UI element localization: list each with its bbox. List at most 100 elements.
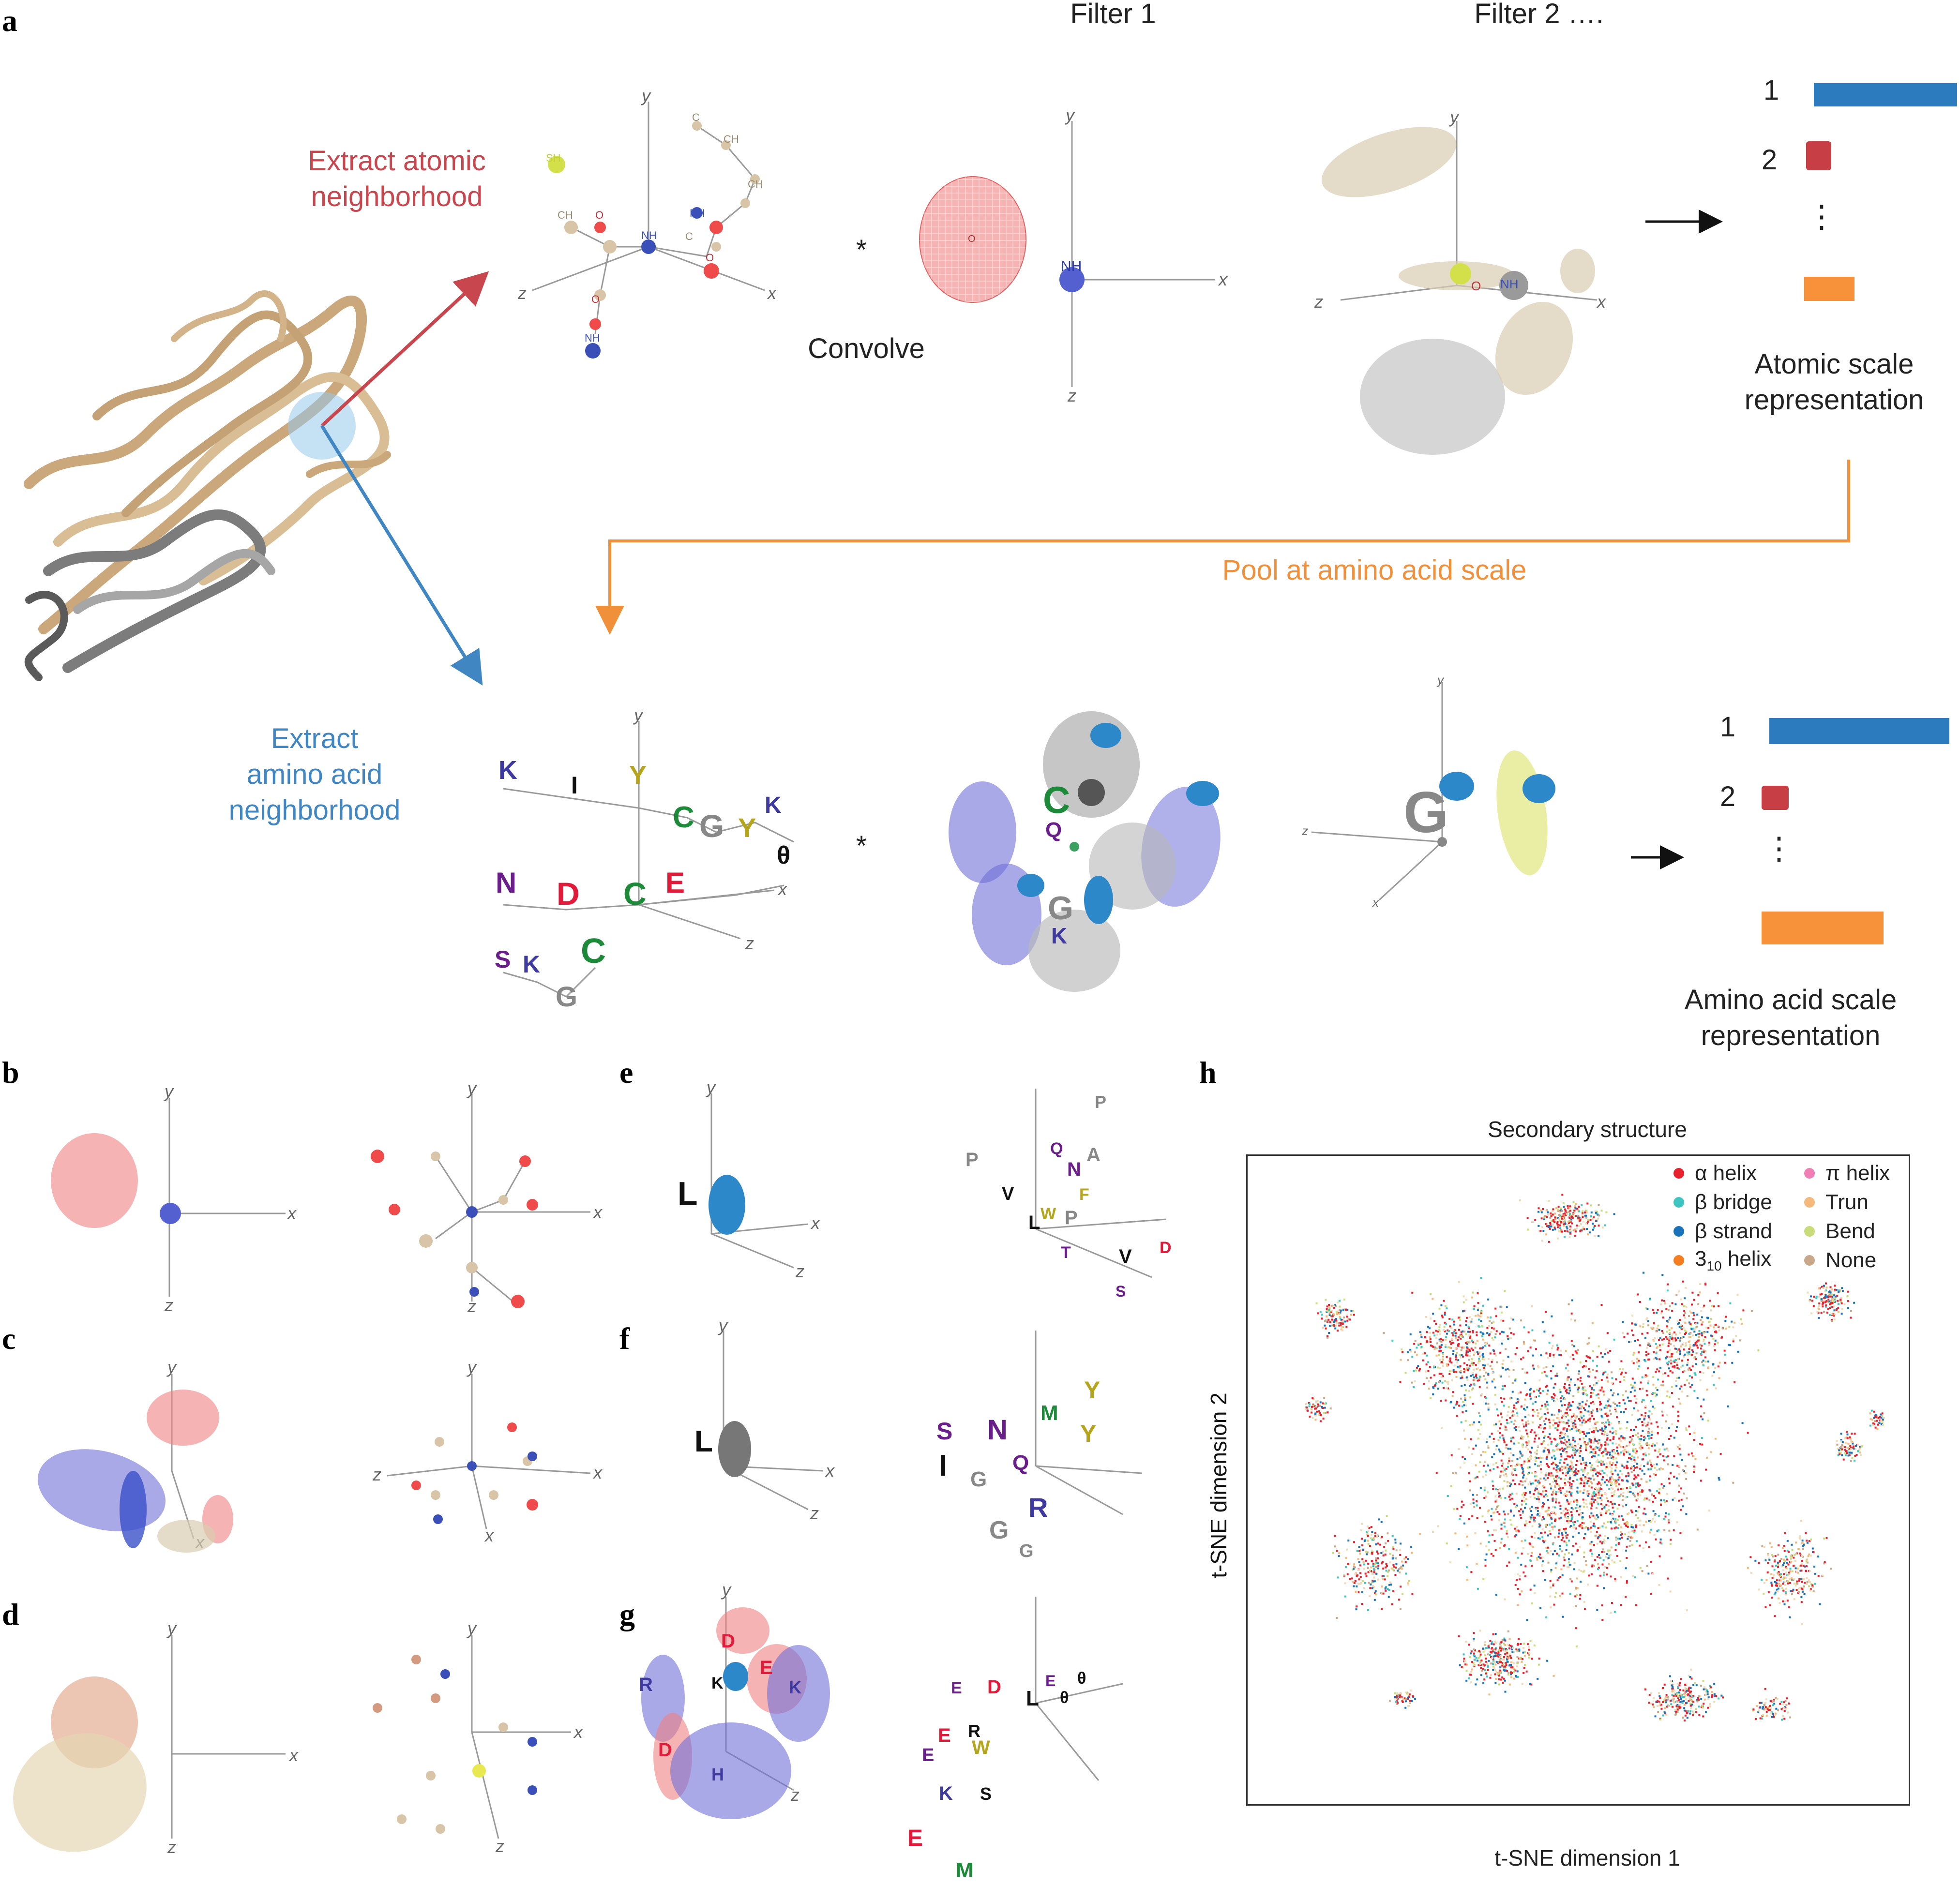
tsne-point [1611, 1527, 1613, 1530]
tsne-point [1464, 1342, 1467, 1344]
tsne-point [1477, 1302, 1479, 1304]
tsne-point [1635, 1425, 1637, 1428]
tsne-point [1583, 1392, 1584, 1394]
tsne-point [1678, 1448, 1681, 1450]
tsne-point [1613, 1493, 1615, 1496]
extract-aa-line3: neighborhood [228, 794, 401, 826]
tsne-point [1514, 1483, 1516, 1485]
tsne-point [1326, 1305, 1328, 1308]
tsne-point [1707, 1367, 1709, 1369]
tsne-point [1507, 1644, 1509, 1646]
tsne-point [1692, 1712, 1694, 1715]
tsne-point [1338, 1300, 1341, 1302]
tsne-point [1493, 1463, 1495, 1466]
tsne-point [1533, 1518, 1535, 1521]
tsne-point [1416, 1366, 1418, 1369]
tsne-point [1477, 1437, 1479, 1440]
tsne-point [1464, 1420, 1467, 1422]
tsne-point [1594, 1525, 1596, 1527]
tsne-point [1447, 1381, 1449, 1383]
tsne-point [1605, 1497, 1608, 1499]
tsne-point [1547, 1443, 1550, 1446]
tsne-point [1523, 1463, 1525, 1465]
tsne-point [1773, 1714, 1775, 1716]
tsne-point [1713, 1683, 1716, 1685]
tsne-point [1562, 1537, 1564, 1539]
tsne-point [1567, 1464, 1568, 1466]
tsne-point [1581, 1392, 1583, 1394]
tsne-point [1328, 1312, 1331, 1315]
tsne-point [1605, 1426, 1607, 1428]
tsne-point [1492, 1511, 1494, 1514]
tsne-point [1683, 1707, 1686, 1709]
tsne-point [1532, 1546, 1534, 1548]
tsne-point [1681, 1337, 1684, 1339]
tsne-point [1609, 1478, 1612, 1481]
tsne-point [1646, 1346, 1648, 1349]
tsne-point [1659, 1349, 1661, 1351]
tsne-point [1679, 1682, 1681, 1684]
tsne-point [1881, 1415, 1884, 1417]
tsne-point [1440, 1344, 1443, 1346]
tsne-point [1322, 1417, 1325, 1420]
tsne-point [1494, 1673, 1496, 1676]
tsne-point [1442, 1339, 1444, 1342]
tsne-point [1350, 1314, 1352, 1316]
tsne-point [1644, 1513, 1647, 1515]
tsne-point [1606, 1415, 1608, 1417]
tsne-point [1545, 1366, 1548, 1368]
tsne-point [1632, 1465, 1635, 1467]
tsne-point [1604, 1444, 1606, 1446]
tsne-point [1861, 1445, 1863, 1448]
tsne-point [1520, 1405, 1523, 1407]
tsne-point [1457, 1339, 1459, 1341]
tsne-point [1420, 1333, 1422, 1336]
tsne-point [1595, 1446, 1598, 1448]
tsne-point [1680, 1345, 1682, 1347]
tsne-point [1543, 1450, 1546, 1452]
tsne-point [1849, 1451, 1851, 1454]
tsne-point [1502, 1360, 1505, 1361]
tsne-point [1632, 1362, 1635, 1364]
tsne-point [1599, 1442, 1601, 1445]
tsne-point [1588, 1370, 1591, 1373]
tsne-point [1684, 1687, 1687, 1689]
tsne-point [1484, 1342, 1487, 1344]
tsne-point [1656, 1312, 1658, 1314]
tsne-point [1684, 1692, 1687, 1694]
tsne-point [1462, 1411, 1464, 1413]
tsne-point [1712, 1337, 1715, 1340]
tsne-point [1553, 1498, 1556, 1500]
tsne-point [1580, 1570, 1583, 1572]
tsne-point [1575, 1215, 1577, 1217]
tsne-point [1643, 1272, 1644, 1274]
tsne-point [1585, 1564, 1588, 1566]
tsne-point [1871, 1419, 1874, 1421]
tsne-point [1759, 1702, 1761, 1704]
tsne-point [1579, 1490, 1582, 1493]
tsne-point [1632, 1384, 1634, 1387]
tsne-point [1416, 1354, 1418, 1356]
tsne-point [1646, 1375, 1648, 1377]
tsne-point [1617, 1519, 1619, 1521]
tsne-point [1411, 1381, 1413, 1384]
tsne-point [1696, 1700, 1699, 1703]
tsne-point [1653, 1340, 1655, 1342]
convolve-star-top: * [856, 234, 867, 266]
tsne-point [1874, 1414, 1877, 1416]
tsne-point [1567, 1512, 1569, 1514]
tsne-point [1571, 1464, 1573, 1466]
tsne-point [1479, 1653, 1482, 1656]
tsne-point [1539, 1424, 1541, 1426]
tsne-point [1565, 1495, 1567, 1497]
tsne-point [1579, 1438, 1581, 1440]
tsne-point [1641, 1401, 1643, 1403]
tsne-point [1589, 1542, 1591, 1545]
tsne-point [1621, 1463, 1623, 1466]
tsne-point [1639, 1491, 1642, 1493]
tsne-point [1539, 1209, 1542, 1212]
tsne-point [1473, 1665, 1476, 1667]
tsne-point [1669, 1349, 1671, 1351]
tsne-point [1578, 1407, 1580, 1410]
filter2-bottom-blob-2 [1523, 774, 1555, 803]
